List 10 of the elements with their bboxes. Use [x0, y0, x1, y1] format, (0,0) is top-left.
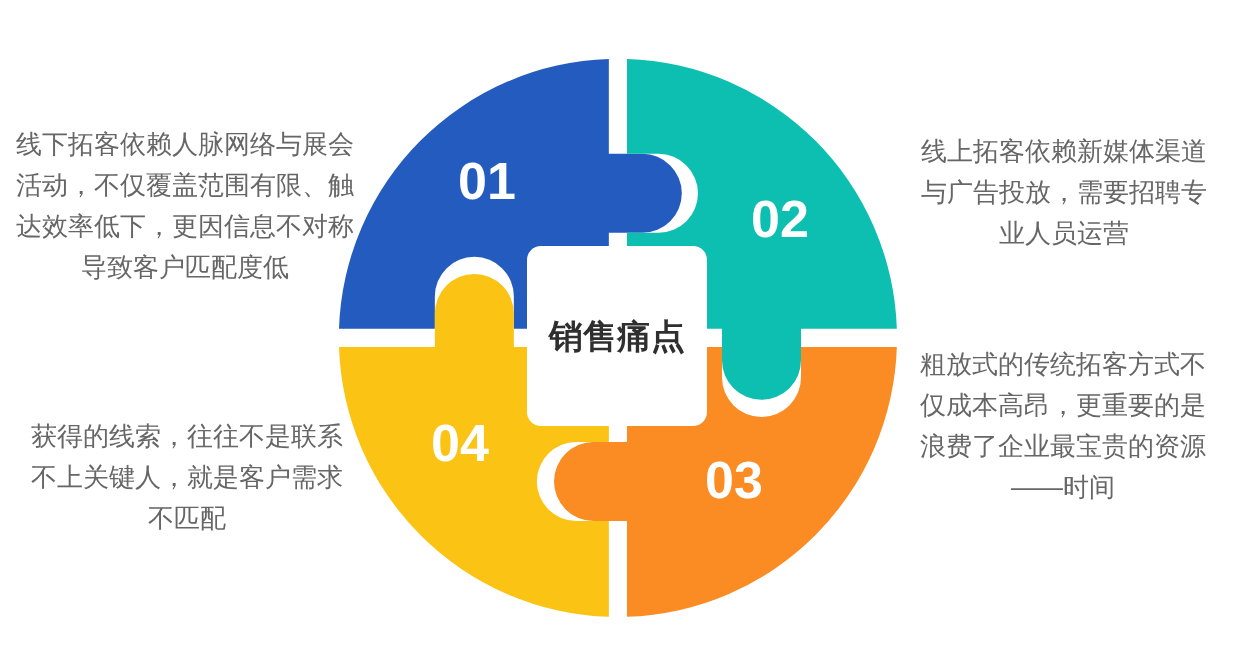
- step-number: 04: [431, 417, 489, 469]
- description-text: 粗放式的传统拓客方式不仅成本高昂，更重要的是浪费了企业最宝贵的资源——时间: [919, 348, 1207, 504]
- description-text: 线上拓客依赖新媒体渠道与广告投放，需要招聘专业人员运营: [920, 135, 1208, 250]
- topic-title: 销售痛点: [549, 315, 685, 357]
- step-number: 03: [705, 454, 763, 506]
- step-number: 01: [458, 155, 516, 207]
- description-text: 获得的线索，往往不是联系不上关键人，就是客户需求不匹配: [29, 420, 344, 535]
- center-tile: [527, 246, 707, 426]
- description-text: 线下拓客依赖人脉网络与展会活动，不仅覆盖范围有限、触达效率低下，更因信息不对称导致客户匹配度低: [14, 128, 355, 284]
- step-number: 02: [751, 193, 809, 245]
